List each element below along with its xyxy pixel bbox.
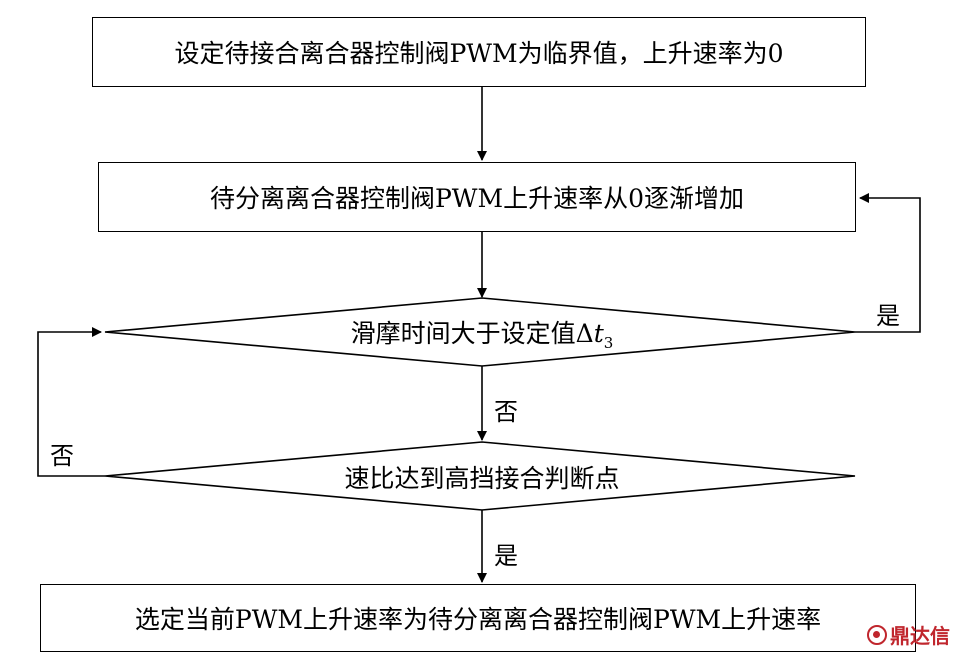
watermark-text: 鼎达信 <box>890 624 950 648</box>
decision1-main: 滑摩时间大于设定值Δ <box>350 319 594 348</box>
decision2-yes-label: 是 <box>494 542 518 570</box>
decision1-sub: 3 <box>603 334 614 352</box>
step1-text: 设定待接合离合器控制阀PWM为临界值，上升速率为0 <box>174 39 784 68</box>
decision1-var: t <box>593 319 604 348</box>
arrow-decision2-no <box>37 327 105 477</box>
watermark-logo: 鼎达信 <box>867 620 950 649</box>
step2-text: 待分离离合器控制阀PWM上升速率从0逐渐增加 <box>209 184 745 213</box>
step3-text: 选定当前PWM上升速率为待分离离合器控制阀PWM上升速率 <box>134 605 822 634</box>
step1-box: 设定待接合离合器控制阀PWM为临界值，上升速率为0 <box>92 17 866 87</box>
decision1-yes-label: 是 <box>876 302 900 330</box>
watermark-icon <box>867 624 887 645</box>
decision2-text: 速比达到高挡接合判断点 <box>344 464 620 493</box>
decision1-no-label: 否 <box>494 398 518 426</box>
decision2-no-label: 否 <box>50 442 74 470</box>
decision1-text: 滑摩时间大于设定值Δt3 <box>351 314 614 352</box>
step2-box: 待分离离合器控制阀PWM上升速率从0逐渐增加 <box>98 162 856 232</box>
decision2-diamond <box>104 441 856 511</box>
step3-box: 选定当前PWM上升速率为待分离离合器控制阀PWM上升速率 <box>40 584 916 652</box>
arrow-decision1-yes <box>855 193 921 333</box>
